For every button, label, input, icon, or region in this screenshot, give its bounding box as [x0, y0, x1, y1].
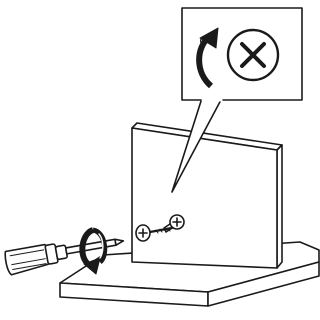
- callout-box: [182, 8, 302, 100]
- x-mark-circle-icon: [228, 30, 278, 80]
- upright-panel: [132, 123, 282, 268]
